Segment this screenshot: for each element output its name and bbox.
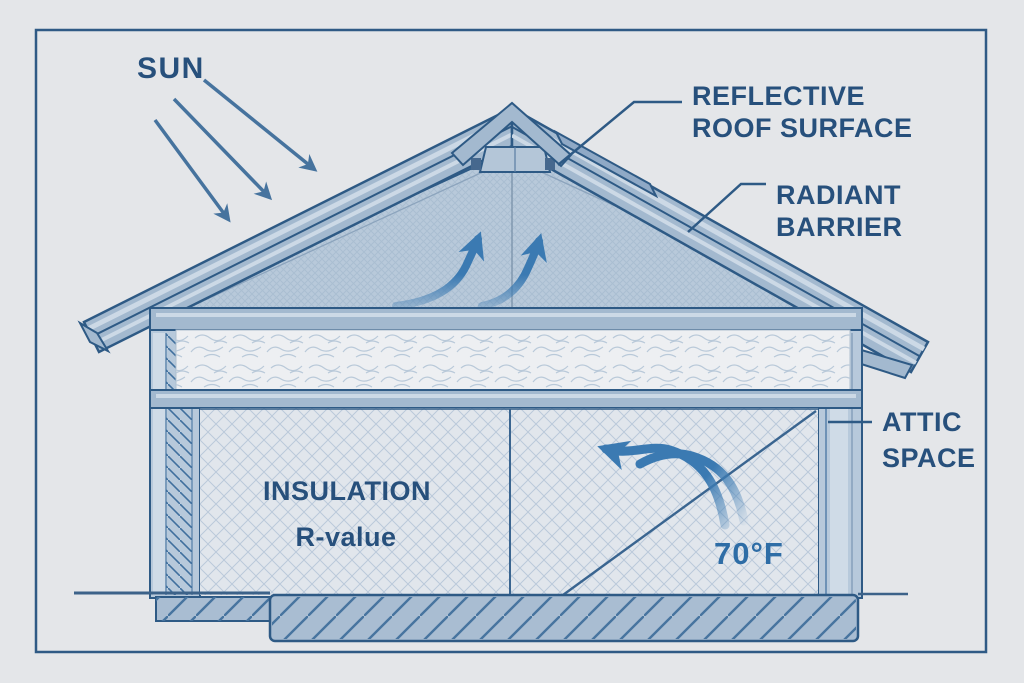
reflective-roof-label-line2: ROOF SURFACE [692, 113, 913, 143]
cool-air-arrow [635, 449, 749, 526]
ridge-assembly [450, 101, 573, 173]
callout-reflective-roof: REFLECTIVE ROOF SURFACE [557, 81, 913, 166]
temperature-label: 70°F [714, 536, 784, 571]
reflective-surface-stripe [86, 114, 512, 332]
ceiling-batt-insulation [175, 329, 851, 391]
radiant-barrier-line [90, 125, 512, 338]
sun-ray-arrow [153, 118, 231, 223]
heat-rise-arrow [392, 231, 485, 310]
floor-slab [74, 591, 908, 643]
attic-heat-arrows [392, 231, 547, 310]
reflective-roof-label-line1: REFLECTIVE [692, 81, 865, 111]
attic-inner-line-left [204, 164, 499, 301]
ridge-bracket-left [471, 158, 481, 170]
ridge-cap [450, 101, 573, 168]
radiant-barrier-label-line2: BARRIER [776, 212, 903, 242]
room-air-arrows [597, 440, 749, 530]
sun-label: SUN [137, 52, 205, 85]
ceiling-joist [149, 389, 863, 409]
eave-fascia-left [77, 320, 111, 354]
callout-attic-space: ATTIC SPACE [828, 407, 976, 473]
radiant-barrier-tab [553, 129, 659, 199]
top-plate [149, 307, 863, 331]
sun-ray-arrow [172, 97, 273, 201]
border-frame [34, 28, 988, 654]
attic-space [167, 149, 857, 310]
footer-hatch [156, 597, 274, 621]
radiant-barrier-label-line1: RADIANT [776, 180, 901, 210]
cutaway-diagonal-line [562, 410, 817, 596]
insulation-label: INSULATION [263, 476, 431, 506]
attic-space-label-line2: SPACE [882, 443, 976, 473]
ceiling-band [149, 389, 863, 409]
living-space: 70°F INSULATION R-value [200, 408, 818, 596]
r-value-label: R-value [295, 522, 396, 552]
ridge-bracket-right [545, 158, 555, 170]
attic-floor-beam [149, 307, 863, 331]
heat-rise-arrow [478, 233, 547, 310]
slab-hatch [272, 597, 856, 639]
batt-texture [176, 330, 850, 390]
callout-radiant-barrier: RADIANT BARRIER [687, 180, 903, 242]
wall-sheathing [153, 333, 165, 595]
leader-line [687, 182, 766, 233]
sun-rays [153, 78, 318, 223]
leader-line [557, 100, 682, 166]
attic-space-label-line1: ATTIC [882, 407, 962, 437]
sun-ray-arrow [202, 78, 318, 172]
